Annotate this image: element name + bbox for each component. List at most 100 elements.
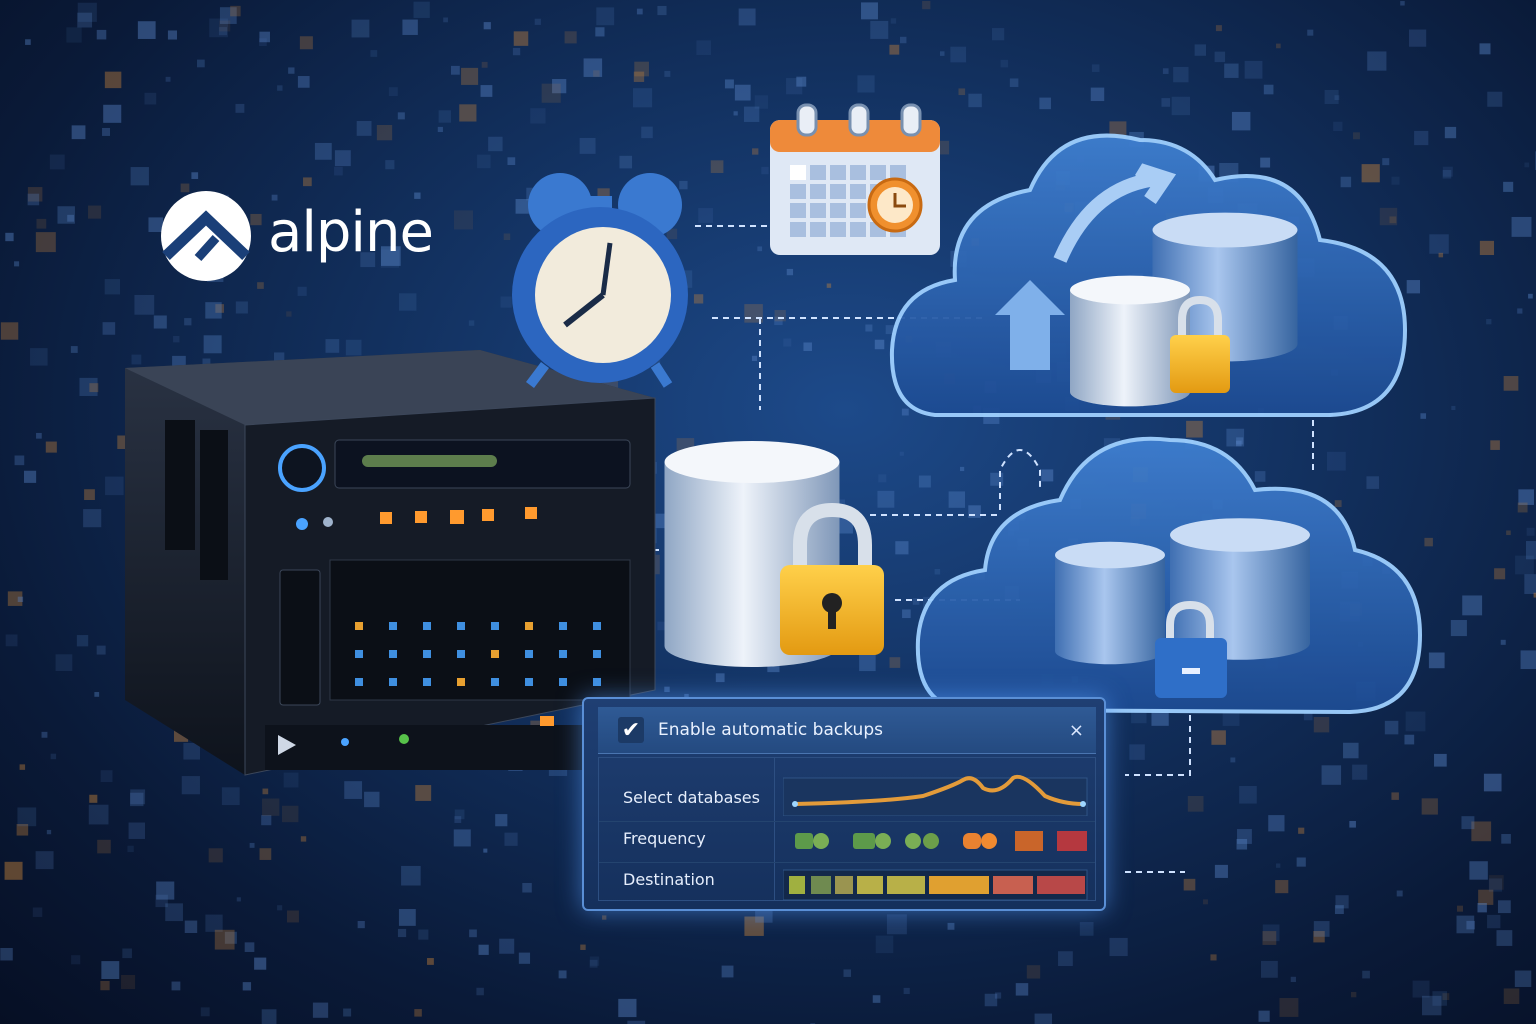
background-pixel <box>0 947 13 961</box>
background-pixel <box>1343 742 1359 759</box>
background-pixel <box>684 693 689 699</box>
background-pixel <box>583 58 603 77</box>
background-pixel <box>385 160 395 170</box>
background-pixel <box>774 310 786 322</box>
background-pixel <box>495 814 508 827</box>
settings-rows: Select databases Frequency Destination <box>598 757 1096 901</box>
background-pixel <box>1290 976 1296 983</box>
background-pixel <box>664 686 670 693</box>
calendar-cell <box>810 203 826 218</box>
background-pixel <box>121 974 136 990</box>
background-pixel <box>196 59 205 68</box>
database-disk <box>1055 637 1165 665</box>
background-pixel <box>312 1002 329 1018</box>
background-pixel <box>1254 471 1266 482</box>
background-pixel <box>27 193 40 206</box>
background-pixel <box>1079 922 1094 936</box>
background-pixel <box>1275 880 1289 894</box>
background-pixel <box>71 955 81 965</box>
background-pixel <box>627 1020 646 1024</box>
background-pixel <box>1444 126 1457 139</box>
background-pixel <box>696 40 711 55</box>
background-pixel <box>1109 937 1128 957</box>
background-pixel <box>397 112 405 120</box>
background-pixel <box>104 279 121 295</box>
close-button[interactable]: × <box>1068 719 1084 741</box>
status-led <box>457 678 465 686</box>
background-pixel <box>679 180 688 190</box>
background-pixel <box>202 358 211 367</box>
background-pixel <box>277 905 283 911</box>
logo-text: alpine <box>268 199 434 265</box>
background-pixel <box>453 829 471 847</box>
background-pixel <box>1324 89 1339 104</box>
background-pixel <box>376 124 393 141</box>
background-pixel <box>666 228 678 240</box>
background-pixel <box>1276 863 1281 868</box>
destination-label[interactable]: Destination <box>623 870 715 889</box>
status-led <box>389 622 397 630</box>
background-pixel <box>657 621 666 631</box>
background-pixel <box>934 568 941 575</box>
background-pixel <box>1186 420 1203 438</box>
background-pixel <box>181 776 200 795</box>
background-pixel <box>288 67 295 74</box>
destination-selector[interactable] <box>783 868 1089 902</box>
status-led <box>389 650 397 658</box>
background-pixel <box>1457 905 1464 912</box>
calendar-cell <box>850 222 866 237</box>
database-top <box>664 441 840 483</box>
background-pixel <box>1009 78 1019 87</box>
background-pixel <box>922 0 931 10</box>
background-pixel <box>1479 43 1491 55</box>
background-pixel <box>334 166 343 176</box>
background-pixel <box>14 261 20 267</box>
background-pixel <box>76 635 89 647</box>
background-pixel <box>960 466 965 472</box>
database-disk <box>1070 309 1190 339</box>
background-pixel <box>1258 1010 1270 1022</box>
calendar-cell <box>810 222 826 237</box>
background-pixel <box>343 1008 352 1017</box>
background-pixel <box>130 167 149 186</box>
background-pixel <box>184 318 192 326</box>
background-pixel <box>636 8 643 15</box>
background-pixel <box>1236 839 1248 850</box>
background-pixel <box>715 673 725 683</box>
background-pixel <box>236 897 241 902</box>
background-pixel <box>1501 834 1511 844</box>
background-pixel <box>67 214 75 222</box>
background-pixel <box>889 657 901 668</box>
background-pixel <box>45 441 57 453</box>
calendar-cell <box>870 165 886 180</box>
background-pixel <box>1450 620 1467 637</box>
frequency-selector[interactable] <box>783 828 1089 854</box>
background-pixel <box>167 30 177 40</box>
frequency-label[interactable]: Frequency <box>623 829 706 848</box>
background-pixel <box>180 183 190 193</box>
select-databases-label[interactable]: Select databases <box>623 788 760 807</box>
background-pixel <box>356 121 372 136</box>
background-pixel <box>641 126 653 139</box>
background-pixel <box>14 455 25 466</box>
enable-backups-checkbox[interactable]: ✔ <box>618 717 644 743</box>
status-led <box>355 622 363 630</box>
background-pixel <box>1349 820 1356 828</box>
calendar-cell <box>790 184 806 199</box>
background-pixel <box>664 70 671 77</box>
background-pixel <box>370 50 378 57</box>
background-pixel <box>589 956 600 966</box>
background-pixel <box>875 935 894 954</box>
background-pixel <box>5 634 18 647</box>
background-pixel <box>939 51 945 56</box>
database-activity-graph[interactable] <box>783 766 1089 816</box>
background-pixel <box>35 851 54 870</box>
calendar-cell <box>830 165 846 180</box>
background-pixel <box>286 910 299 923</box>
background-pixel <box>50 753 57 760</box>
background-pixel <box>257 282 264 289</box>
background-pixel <box>1260 157 1271 168</box>
background-pixel <box>1244 60 1263 79</box>
calendar-cell <box>790 165 806 180</box>
background-pixel <box>1361 164 1380 183</box>
